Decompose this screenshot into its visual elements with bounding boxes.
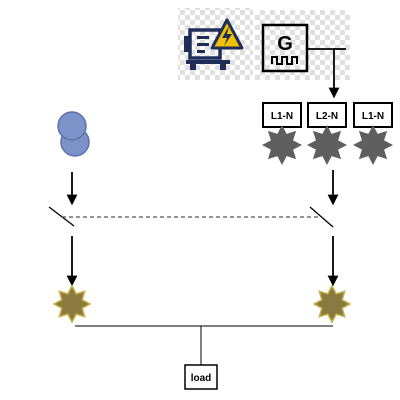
transformer-upper-coil bbox=[57, 111, 87, 141]
phase-star-1 bbox=[262, 125, 302, 165]
generator-side-block bbox=[184, 36, 190, 52]
phase-stars bbox=[262, 125, 393, 165]
generator-symbol-box bbox=[261, 23, 309, 73]
phase-label-l1-right: L1-N bbox=[362, 111, 384, 122]
generator-foot-left bbox=[190, 64, 196, 70]
switch-right bbox=[309, 206, 334, 228]
lightning-bolt bbox=[222, 26, 232, 46]
transformer-icon bbox=[57, 111, 90, 157]
generator-panel-line-1 bbox=[197, 36, 209, 39]
load-label: load bbox=[191, 373, 212, 384]
phase-label-l1-left: L1-N bbox=[271, 111, 293, 122]
switch-left bbox=[48, 206, 75, 227]
generator-icon bbox=[184, 18, 244, 70]
generator-letter: G bbox=[277, 33, 293, 55]
busbar-star-left bbox=[52, 284, 92, 324]
generator-symbol-background bbox=[255, 10, 350, 80]
generator-symbol: G bbox=[261, 23, 309, 73]
phase-star-3 bbox=[353, 125, 393, 165]
generator-panel-line-3 bbox=[197, 50, 205, 53]
generator-panel-line-2 bbox=[197, 43, 209, 46]
generator-base bbox=[186, 60, 230, 64]
phase-label-l2: L2-N bbox=[316, 111, 338, 122]
phase-boxes: L1-N L2-N L1-N bbox=[262, 102, 393, 128]
generator-square-wave bbox=[271, 56, 298, 65]
load-box bbox=[184, 364, 218, 390]
busbar-stars bbox=[52, 284, 352, 324]
generator-foot-right bbox=[220, 64, 226, 70]
phase-star-2 bbox=[307, 125, 347, 165]
phase-box-l1-right bbox=[353, 102, 393, 128]
phase-box-l1-left bbox=[262, 102, 302, 128]
busbar-star-right bbox=[312, 284, 352, 324]
